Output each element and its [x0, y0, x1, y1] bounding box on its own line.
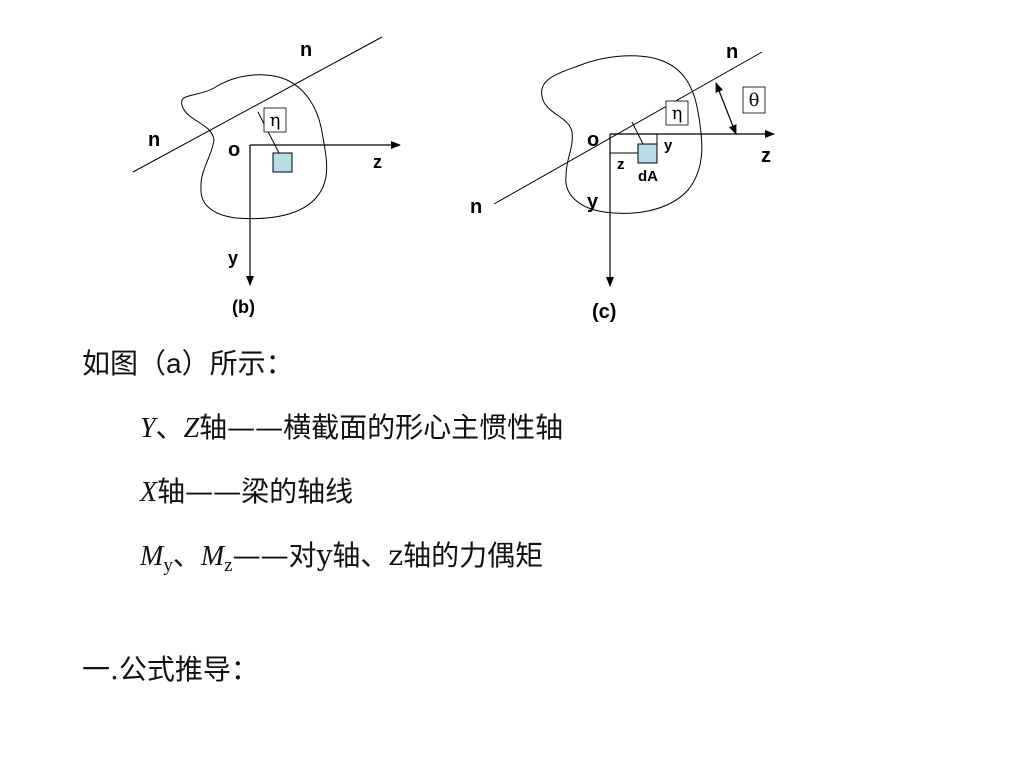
- n-label-bottom-c: n: [470, 196, 482, 218]
- da-label-c: dA: [638, 168, 658, 185]
- figure-c: η θ n n o y z dA z y (c): [470, 41, 775, 323]
- area-element-b: [272, 152, 293, 173]
- origin-label-b: o: [228, 139, 240, 161]
- figure-b: η n n o z y (b): [132, 36, 401, 317]
- n-label-left-b: n: [148, 129, 160, 151]
- cross-section-outline-c: [541, 55, 703, 214]
- neutral-axis-line-b: [132, 36, 383, 173]
- caption-b: (b): [232, 297, 255, 317]
- eta-label-box-b: [263, 107, 287, 133]
- z-axis-label-c: z: [761, 145, 771, 167]
- definition-yz-axes: Y、Z轴——横截面的形心主惯性轴: [140, 411, 564, 444]
- eta-label-b: η: [270, 110, 281, 131]
- intro-line: 如图（a）所示：: [82, 347, 294, 380]
- theta-angle-arrow: [715, 82, 737, 135]
- y-axis-label-b: y: [228, 248, 238, 268]
- origin-label-c: o: [587, 129, 599, 151]
- section-heading-derivation: 一.公式推导：: [82, 653, 259, 686]
- cross-section-outline-b: [181, 74, 328, 220]
- caption-c: (c): [592, 301, 616, 323]
- eta-distance-line-c: [631, 121, 645, 147]
- z-small-label-c: z: [617, 156, 625, 173]
- area-element-c: [637, 143, 658, 164]
- figures-canvas: η n n o z y (b) η θ n n o y z dA z y (c): [132, 36, 775, 323]
- n-label-top-b: n: [300, 39, 312, 61]
- eta-label-c: η: [672, 103, 683, 124]
- y-small-label-c: y: [664, 137, 673, 154]
- eta-label-box-c: [665, 100, 689, 126]
- y-axis-label-c: y: [587, 191, 599, 213]
- n-label-top-c: n: [726, 41, 738, 63]
- eta-distance-line-b: [257, 111, 281, 156]
- definition-moments: My、Mz——对y轴、z轴的力偶矩: [140, 539, 544, 576]
- definition-x-axis: X轴——梁的轴线: [140, 475, 354, 508]
- theta-label-box: [742, 86, 766, 114]
- neutral-axis-line-c: [493, 51, 763, 205]
- theta-label: θ: [749, 90, 760, 111]
- z-axis-label-b: z: [373, 152, 382, 172]
